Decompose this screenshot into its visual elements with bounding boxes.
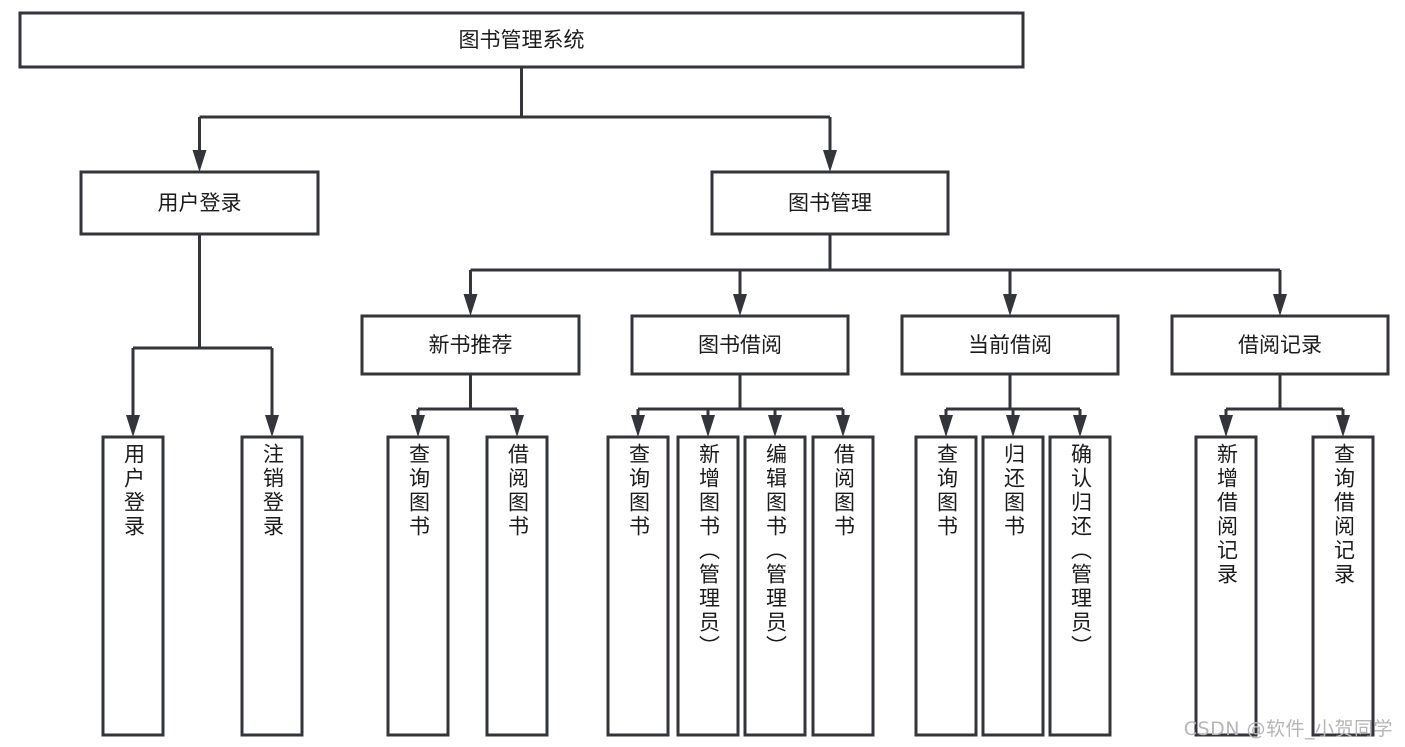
node-new-book-recommend-label: 新书推荐 (429, 333, 513, 357)
node-borrow-record[interactable] (1170, 314, 1390, 376)
arrow-head-icon (1006, 415, 1020, 437)
node-borrow-record-label: 借阅记录 (1238, 333, 1322, 357)
arrow-head-icon (1073, 415, 1087, 437)
arrow-head-icon (1003, 294, 1017, 316)
node-book-borrow-label: 图书借阅 (698, 333, 782, 357)
arrow-head-icon (1219, 415, 1233, 437)
arrow-head-icon (631, 415, 645, 437)
leaf-user-login[interactable] (101, 435, 165, 737)
leaf-borrow-book-2[interactable] (811, 435, 875, 737)
arrow-head-icon (1273, 294, 1287, 316)
node-user-login[interactable] (79, 170, 320, 236)
node-new-book-recommend[interactable] (360, 314, 581, 376)
leaf-query-book-1[interactable] (386, 435, 450, 737)
arrow-head-icon (768, 415, 782, 437)
arrow-head-icon (510, 415, 524, 437)
arrow-head-icon (823, 150, 837, 172)
watermark-text: CSDN @软件_小贺同学 (1183, 718, 1393, 740)
leaf-logout[interactable] (240, 435, 304, 737)
node-current-borrow[interactable] (900, 314, 1120, 376)
node-book-management[interactable] (710, 170, 950, 236)
arrow-head-icon (939, 415, 953, 437)
node-current-borrow-label: 当前借阅 (968, 333, 1052, 357)
node-book-management-label: 图书管理 (788, 191, 872, 215)
leaf-confirm-return-admin[interactable] (1048, 435, 1112, 737)
node-root-label: 图书管理系统 (459, 28, 585, 52)
arrow-head-icon (192, 150, 207, 172)
leaf-edit-book-admin[interactable] (743, 435, 807, 737)
arrow-head-icon (265, 415, 279, 437)
arrow-head-icon (1336, 415, 1350, 437)
node-root[interactable] (18, 11, 1025, 69)
leaf-query-book-3[interactable] (914, 435, 978, 737)
node-user-login-label: 用户登录 (158, 191, 242, 215)
arrow-head-icon (411, 415, 425, 437)
arrow-head-icon (733, 294, 747, 316)
arrow-head-icon (701, 415, 715, 437)
arrow-head-icon (836, 415, 850, 437)
arrow-head-icon (463, 294, 478, 316)
node-book-borrow[interactable] (630, 314, 850, 376)
arrow-head-icon (126, 415, 140, 437)
leaf-borrow-book-1[interactable] (485, 435, 549, 737)
leaf-query-borrow-record[interactable] (1311, 435, 1375, 737)
leaf-query-book-2[interactable] (606, 435, 670, 737)
node-boxes (18, 11, 1390, 737)
connector-lines (126, 67, 1350, 437)
leaf-add-borrow-record[interactable] (1194, 435, 1258, 737)
leaf-return-book[interactable] (981, 435, 1045, 737)
leaf-add-book-admin[interactable] (676, 435, 740, 737)
